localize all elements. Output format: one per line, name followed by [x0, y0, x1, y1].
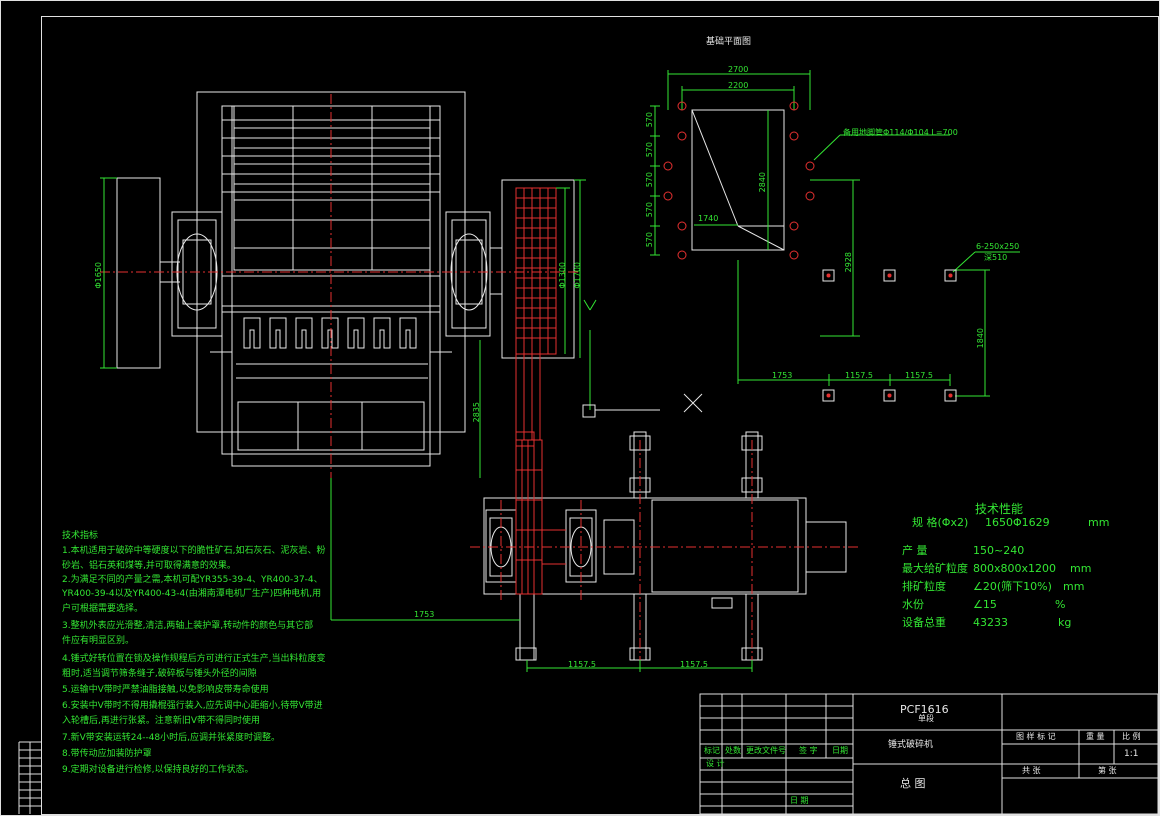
foundation-hole-note-1: 6-250x250 — [976, 242, 1020, 251]
top-view — [483, 431, 847, 661]
foundation-hole-note-2: 深510 — [984, 253, 1008, 262]
header-weight: 重 量 — [1086, 732, 1105, 741]
spec-unit: mm — [1070, 562, 1092, 575]
foundation-outline — [691, 109, 785, 251]
top-dimensions — [331, 619, 753, 672]
front-pulley-belts — [515, 187, 557, 447]
spec-value: 800x800x1200 — [973, 562, 1057, 575]
foundation-dim-top-outer: 2700 — [728, 65, 749, 74]
spec-value: 43233 — [973, 616, 1008, 629]
spec-value: ∠20(筛下10%) — [973, 580, 1052, 593]
foundation-dim-row-2: 570 — [645, 142, 654, 158]
spec-unit: mm — [1088, 516, 1110, 529]
rev-mark: 标记 — [704, 746, 720, 755]
rev-date: 日期 — [832, 746, 848, 755]
spec-value: ∠15 — [973, 598, 997, 611]
top-center-lines — [470, 440, 860, 660]
note-line: 户可根据需要选择。 — [62, 604, 144, 614]
front-dimensions — [100, 177, 597, 620]
sheet-number: 第 张 — [1098, 766, 1117, 775]
foundation-dim-right-v1: 2928 — [844, 252, 853, 273]
spec-label: 最大给矿粒度 — [902, 562, 968, 575]
spec-label: 产 量 — [902, 544, 928, 557]
foundation-hole-marks — [826, 273, 953, 398]
header-stage-mark: 图 样 标 记 — [1016, 732, 1056, 741]
spec-value: 150~240 — [973, 544, 1025, 557]
note-line: 8.带传动应加装防护罩 — [62, 749, 152, 759]
note-line: 粗时,适当调节筛条缝子,破碎板与锤头外径的间隙 — [62, 669, 257, 679]
title-block — [699, 693, 1159, 815]
spec-label: 设备总重 — [902, 616, 946, 629]
top-view-dim-1: 1157.5 — [568, 660, 596, 669]
foundation-dim-row-5: 570 — [645, 232, 654, 248]
rev-file: 更改文件号 — [746, 746, 786, 755]
margin-ticks — [18, 741, 41, 814]
top-view-belts — [515, 439, 566, 595]
machine-name: 锤式破碎机 — [888, 740, 934, 750]
foundation-dim-top-inner: 2200 — [728, 81, 749, 90]
front-center-lines — [100, 94, 580, 478]
top-view-left-dim: 1753 — [414, 610, 435, 619]
note-line: 5.运输中V带时严禁油脂接触,以免影响皮带寿命使用 — [62, 685, 269, 695]
note-line: 2.为满足不同的产量之需,本机可配YR355-39-4、YR400-37-4、 — [62, 575, 323, 585]
rev-sign: 签 字 — [799, 746, 818, 755]
date-label: 日 期 — [790, 796, 809, 805]
note-line: 6.安装中V带时不得用撬棍强行装入,应先调中心距缩小,待带V带进 — [62, 701, 323, 711]
foundation-dim-inner-v: 2840 — [758, 172, 767, 193]
foundation-dim-row-3: 570 — [645, 172, 654, 188]
spec-unit: % — [1055, 598, 1066, 611]
note-line: 4.锤式好转位置在锁及操作规程后方可进行正式生产,当出料粒度变 — [62, 654, 326, 664]
note-line: 件应有明显区别。 — [62, 636, 135, 646]
foundation-dim-bottom-2: 1157.5 — [845, 371, 873, 380]
foundation-holes — [822, 269, 957, 402]
designer-label: 设 计 — [706, 759, 725, 768]
spec-unit: mm — [1063, 580, 1085, 593]
rev-count: 处数 — [725, 746, 741, 755]
model-number: PCF1616 — [900, 703, 949, 716]
note-line: 7.新V带安装运转24--48小时后,应调并张紧度时调整。 — [62, 733, 281, 743]
anchor-bolts — [663, 101, 815, 260]
spec-label: 规 格(Φx2) — [912, 516, 969, 529]
note-line: 3.整机外表应光滑整,清洁,两轴上装护罩,转动件的颜色与其它部 — [62, 621, 314, 631]
note-line: 9.定期对设备进行检修,以保持良好的工作状态。 — [62, 765, 254, 775]
foundation-dimensions — [650, 70, 1020, 397]
drawing-name: 总 图 — [900, 777, 926, 790]
note-line: 1.本机适用于破碎中等硬度以下的脆性矿石,如石灰石、泥灰岩、粉 — [62, 546, 326, 556]
foundation-dim-inner-h: 1740 — [698, 214, 719, 223]
foundation-dim-row-4: 570 — [645, 202, 654, 218]
rotor-diameter-dim: Φ1650 — [94, 262, 103, 289]
foundation-dim-bottom-1: 1753 — [772, 371, 793, 380]
note-line: 入轮槽后,再进行张紧。注意新旧V带不得同时使用 — [62, 716, 261, 726]
foundation-plan-title: 基础平面图 — [706, 37, 752, 47]
front-view — [116, 91, 575, 467]
spec-value: 1650Φ1629 — [985, 516, 1050, 529]
pulley-diameter-dim-2: Φ1700 — [573, 262, 582, 289]
foundation-pipe-note: 备用地脚管Φ114/Φ104 L=700 — [843, 128, 958, 137]
header-scale: 比 例 — [1122, 732, 1141, 741]
spec-label: 排矿粒度 — [902, 580, 946, 593]
scale-value: 1:1 — [1124, 749, 1139, 759]
spec-label: 水份 — [902, 598, 924, 611]
pulley-diameter-dim-1: Φ1300 — [558, 262, 567, 289]
center-distance-dim: 2835 — [472, 402, 481, 423]
model-subtitle: 单段 — [918, 714, 934, 723]
foundation-dim-right-v2: 1840 — [976, 328, 985, 349]
sheet-total: 共 张 — [1022, 766, 1041, 775]
spec-unit: kg — [1058, 616, 1072, 629]
section-markers — [582, 393, 703, 418]
foundation-dim-bottom-3: 1157.5 — [905, 371, 933, 380]
foundation-dim-row-1: 570 — [645, 112, 654, 128]
notes-title: 技术指标 — [62, 531, 99, 541]
top-view-dim-2: 1157.5 — [680, 660, 708, 669]
note-line: 砂岩、铝石英和煤等,并可取得满意的效果。 — [62, 561, 236, 571]
note-line: YR400-39-4以及YR400-43-4(由湘南潭电机厂生产)四种电机,用 — [62, 589, 322, 599]
specs-title: 技术性能 — [975, 502, 1024, 516]
